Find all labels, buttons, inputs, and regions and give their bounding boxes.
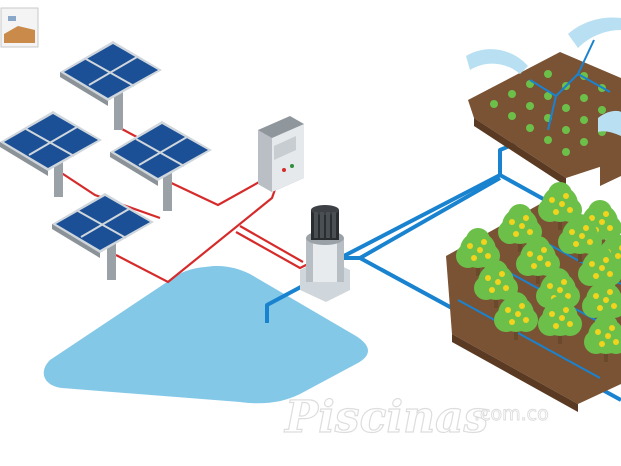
orchard-tree [494,292,538,340]
orchard-tree [582,278,621,326]
orchard-tree [474,260,518,308]
water-reservoir [43,265,368,404]
watermark-domain: .com.co [474,403,549,425]
solar-panel-3 [110,121,212,211]
orchard-tree [584,314,621,362]
pump-icon[interactable] [300,205,350,302]
solar-panel-4 [52,193,154,280]
control-box-icon[interactable] [258,116,304,192]
sprinkler-field [468,39,621,186]
tree-icon [456,182,621,362]
orchard-tree [456,228,500,276]
watermark-brand: Piscinas [283,392,488,443]
sprinkler-icon [466,17,621,136]
thumbnail-icon[interactable] [0,7,39,48]
solar-panel-2 [0,111,102,197]
orchard-tree [498,204,542,252]
solar-panel-1 [60,41,162,130]
orchard-tree [538,296,582,344]
orchard-tree [558,214,602,262]
